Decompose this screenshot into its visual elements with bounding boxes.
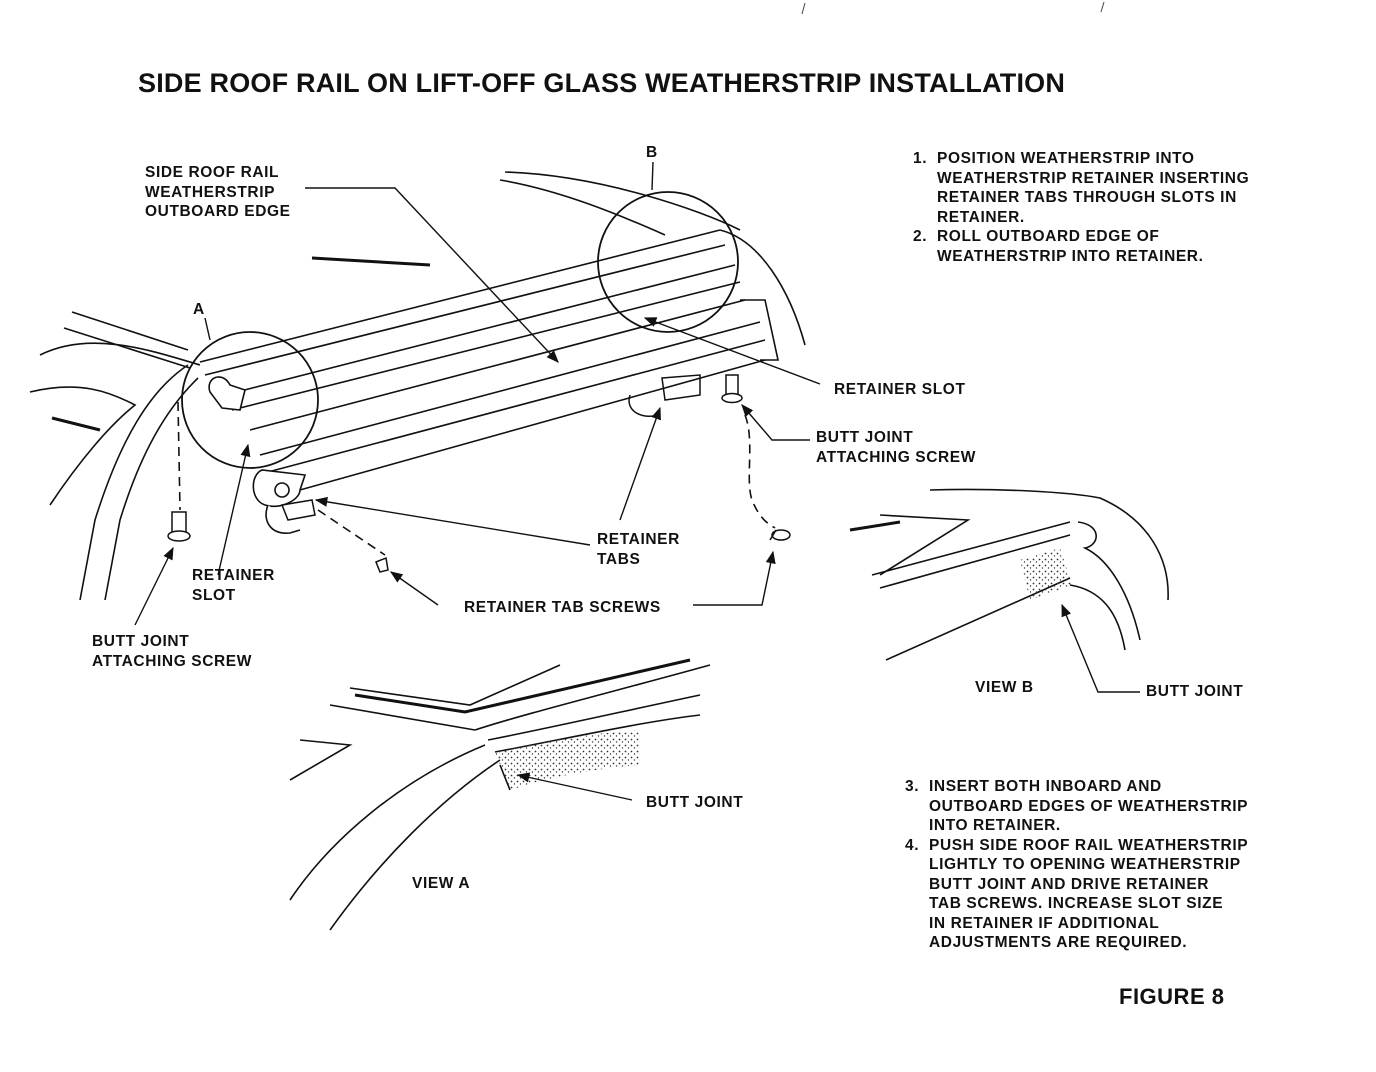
step-4: 4.PUSH SIDE ROOF RAIL WEATHERSTRIP LIGHT… xyxy=(905,836,1249,952)
step-3: 3.INSERT BOTH INBOARD AND OUTBOARD EDGES… xyxy=(905,778,1249,834)
view-b-drawing xyxy=(849,488,1169,661)
butt-joint-screw-right-callout: BUTT JOINT ATTACHING SCREW xyxy=(816,429,976,466)
detail-a-label: A xyxy=(193,301,205,318)
diagram-title: SIDE ROOF RAIL ON LIFT-OFF GLASS WEATHER… xyxy=(138,68,1066,98)
detail-circle-b xyxy=(597,191,739,333)
view-a-label: VIEW A xyxy=(412,875,471,892)
view-b-label: VIEW B xyxy=(975,679,1034,696)
instructions-steps-1-2: 1.POSITION WEATHERSTRIP INTO WEATHERSTRI… xyxy=(913,149,1249,266)
view-a-butt-joint-stipple xyxy=(495,730,640,790)
view-a-leader xyxy=(516,772,633,801)
leader-lines xyxy=(134,161,821,626)
retainer-tab-screws-callout: RETAINER TAB SCREWS xyxy=(464,599,661,616)
weatherstrip-profile-left xyxy=(208,376,307,534)
step-2: 2.ROLL OUTBOARD EDGE OF WEATHERSTRIP INT… xyxy=(913,228,1204,265)
retainer-slot-left-callout: RETAINER SLOT xyxy=(192,567,275,604)
detail-circle-a xyxy=(181,331,319,469)
roof-body-outline xyxy=(29,311,201,601)
screw-icons xyxy=(167,374,791,573)
butt-joint-screw-left-callout: BUTT JOINT ATTACHING SCREW xyxy=(92,633,252,670)
outboard-edge-callout: SIDE ROOF RAIL WEATHERSTRIP OUTBOARD EDG… xyxy=(145,164,291,220)
view-a-butt-joint-callout: BUTT JOINT xyxy=(646,794,744,811)
retainer-tabs-callout: RETAINER TABS xyxy=(597,531,680,568)
view-b-butt-joint-callout: BUTT JOINT xyxy=(1146,683,1244,700)
detail-b-label: B xyxy=(646,144,658,161)
view-b-butt-joint-stipple xyxy=(1020,548,1072,600)
retainer-tab-shapes xyxy=(280,374,701,521)
view-b-leader xyxy=(1061,603,1140,693)
figure-label: FIGURE 8 xyxy=(1119,984,1225,1009)
retainer-slot-right-callout: RETAINER SLOT xyxy=(834,381,966,398)
step-1: 1.POSITION WEATHERSTRIP INTO WEATHERSTRI… xyxy=(913,150,1250,226)
dashed-alignment-lines xyxy=(177,401,776,556)
instructions-steps-3-4: 3.INSERT BOTH INBOARD AND OUTBOARD EDGES… xyxy=(905,777,1248,953)
side-roof-rail xyxy=(199,171,806,496)
